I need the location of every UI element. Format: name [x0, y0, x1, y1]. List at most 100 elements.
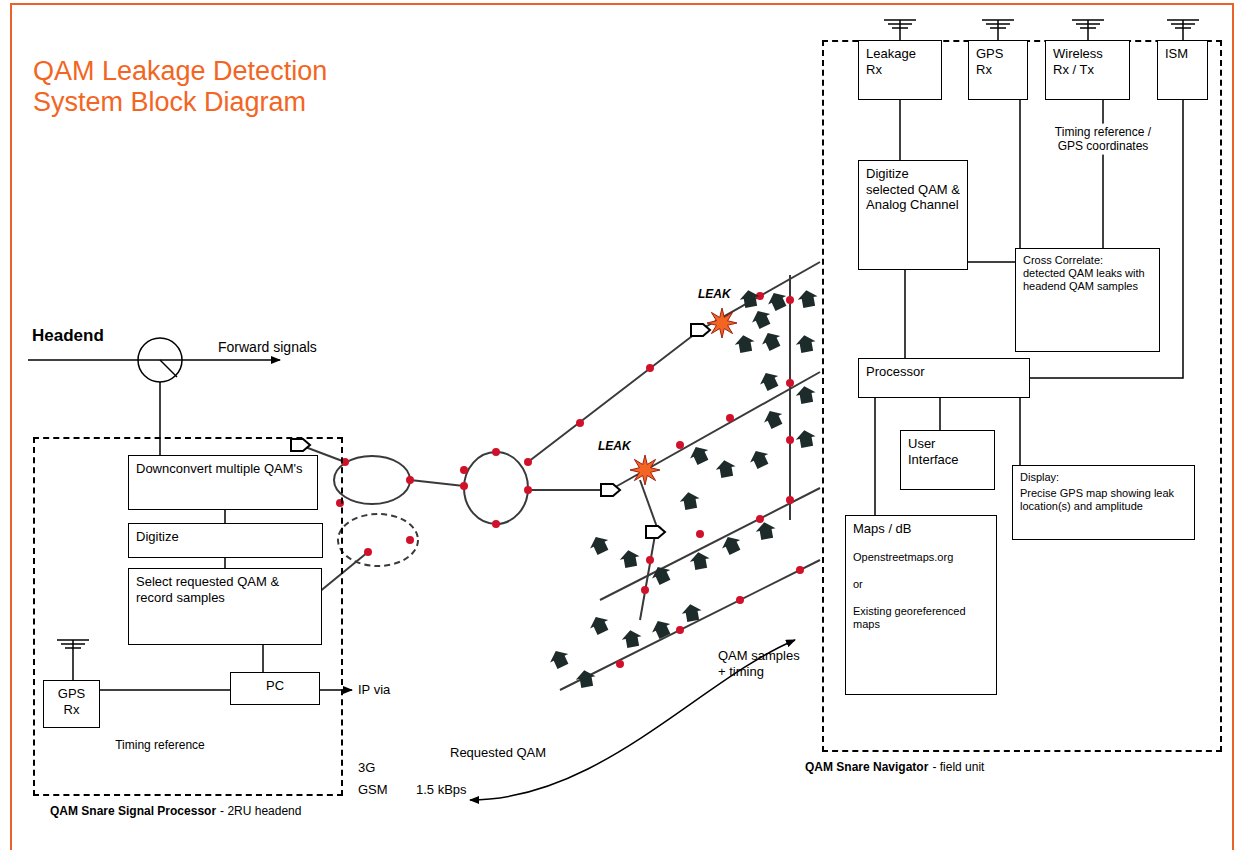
connector-label: Timing reference — [112, 737, 208, 753]
houses — [687, 443, 712, 467]
houses — [761, 407, 786, 431]
houses — [726, 414, 734, 422]
connector — [1102, 100, 1104, 248]
process-box: Processor — [858, 358, 1030, 398]
houses — [364, 548, 372, 556]
antenna-symbol — [1167, 19, 1199, 21]
annotation-label: 1.5 kBps — [416, 782, 467, 798]
leak-label: LEAK — [598, 439, 631, 453]
group-caption: QAM Snare Signal Processor- 2RU headend — [50, 804, 301, 818]
process-box: Wireless Rx / Tx — [1045, 40, 1130, 100]
houses — [680, 602, 703, 622]
caption-text: - 2RU headend — [220, 804, 301, 818]
houses — [620, 628, 643, 648]
box-text: Select requested QAM & record samples — [136, 574, 314, 605]
process-box: Leakage Rx — [858, 40, 942, 100]
houses — [794, 428, 817, 448]
connector — [100, 689, 230, 691]
houses — [688, 550, 711, 570]
houses — [796, 566, 804, 574]
houses — [649, 617, 674, 641]
caption-text: - field unit — [932, 760, 984, 774]
connector — [904, 270, 906, 358]
antenna-symbol — [1072, 20, 1104, 40]
houses — [736, 596, 744, 604]
antenna-symbol — [1182, 20, 1184, 40]
antenna-symbol — [884, 20, 916, 40]
houses — [757, 369, 782, 393]
houses — [630, 455, 660, 485]
antenna-symbol — [72, 640, 74, 680]
antenna-symbol — [990, 27, 1006, 29]
leak-label: LEAK — [698, 287, 731, 301]
houses — [794, 333, 817, 353]
houses — [646, 364, 654, 372]
houses — [291, 288, 819, 688]
houses — [406, 476, 414, 484]
connector — [899, 100, 901, 160]
houses — [646, 556, 654, 564]
forward-path — [159, 382, 161, 455]
process-box: GPS Rx — [968, 40, 1028, 100]
annotation-label: Forward signals — [218, 339, 317, 356]
box-text: Digitize — [136, 529, 315, 545]
box-text: GPS Rx — [976, 46, 1020, 77]
process-box: Cross Correlate:detected QAM leaks with … — [1015, 248, 1160, 352]
houses — [406, 536, 414, 544]
houses — [738, 288, 761, 308]
box-text: Existing georeferenced maps — [853, 605, 989, 631]
ip-link-arrow — [320, 689, 352, 691]
antenna-symbol — [1175, 27, 1191, 29]
antenna-symbol — [65, 647, 81, 649]
annotation-label: Headend — [32, 326, 104, 346]
connector — [874, 398, 876, 515]
antenna-symbol — [1087, 20, 1089, 40]
box-text: Processor — [866, 364, 1022, 380]
process-box: ISM — [1157, 40, 1208, 100]
box-text: Openstreetmaps.org — [853, 551, 989, 564]
box-text: detected QAM leaks with headend QAM samp… — [1023, 267, 1152, 293]
houses — [618, 548, 641, 568]
houses — [641, 586, 649, 594]
connector — [1019, 398, 1021, 465]
houses — [786, 296, 794, 304]
process-box: Downconvert multiple QAM's — [128, 455, 318, 510]
forward-path — [138, 338, 182, 382]
annotation-label: GSM — [358, 782, 388, 798]
houses — [796, 288, 819, 308]
annotation-label: 3G — [358, 760, 375, 776]
process-box: Display: Precise GPS map showing leak loc… — [1012, 465, 1195, 540]
box-text: Precise GPS map showing leak location(s)… — [1020, 487, 1187, 513]
page-frame — [11, 4, 1233, 850]
houses — [587, 533, 612, 557]
box-text: Cross Correlate: — [1023, 254, 1152, 267]
houses — [786, 379, 794, 387]
houses — [676, 626, 684, 634]
antenna-symbol — [884, 19, 916, 21]
antenna-symbol — [899, 20, 901, 40]
forward-path — [28, 359, 280, 361]
box-text: Display: — [1020, 471, 1187, 484]
houses — [747, 447, 772, 471]
box-text: Digitize selected QAM & Analog Channel — [866, 166, 960, 213]
houses — [460, 466, 468, 474]
process-box: GPS Rx — [43, 680, 100, 728]
houses — [291, 439, 310, 451]
houses — [649, 563, 674, 587]
annotation-label: QAM samples + timing — [718, 648, 803, 679]
process-box: Select requested QAM & record samples — [128, 568, 322, 645]
antenna-symbol — [892, 27, 908, 29]
houses — [759, 329, 784, 353]
box-text: Leakage Rx — [866, 46, 934, 77]
houses — [754, 520, 777, 540]
connector — [968, 261, 1015, 263]
houses — [524, 458, 532, 466]
antenna-symbol — [1171, 23, 1195, 25]
box-text: Wireless Rx / Tx — [1053, 46, 1122, 77]
antenna-symbol — [1167, 20, 1199, 40]
cable-network — [789, 275, 791, 520]
process-box: Digitize selected QAM & Analog Channel — [858, 160, 968, 270]
group-caption: QAM Snare Navigator- field unit — [805, 760, 984, 774]
houses — [616, 660, 624, 668]
antenna-symbol — [1072, 19, 1104, 21]
